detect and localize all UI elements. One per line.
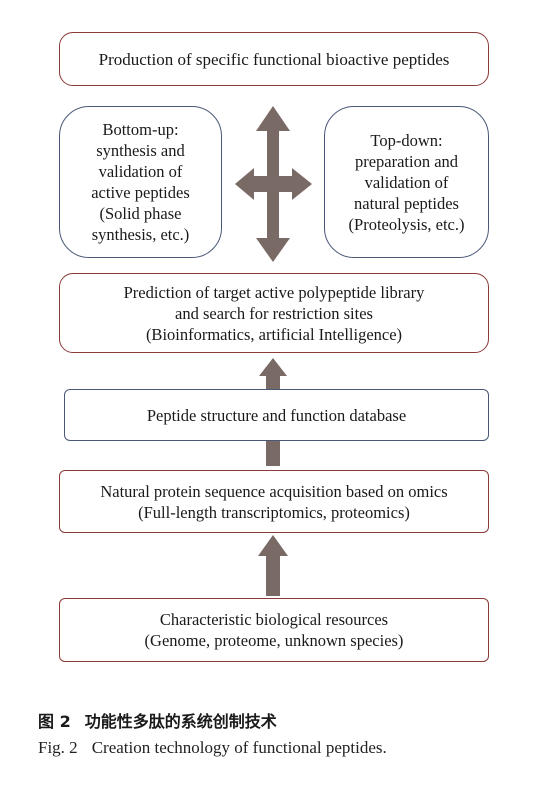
prediction-line-3: (Bioinformatics, artificial Intelligence… <box>145 324 403 344</box>
bottom-up-line-2: synthesis and <box>96 141 185 160</box>
natural-line-2: (Full-length transcriptomics, proteomics… <box>138 502 410 522</box>
bottom-up-box: Bottom-up: synthesis and validation of a… <box>59 106 222 258</box>
top-down-line-1: Top-down: <box>370 130 443 150</box>
resources-box: Characteristic biological resources (Gen… <box>59 598 489 662</box>
figure-title-en: Creation technology of functional peptid… <box>91 738 387 757</box>
bottom-up-line-1: Bottom-up: <box>102 120 179 139</box>
figure-label-en: Fig. 2 <box>38 738 78 757</box>
top-down-line-4: natural peptides <box>354 193 459 213</box>
bottom-up-line-4: active peptides <box>91 183 190 202</box>
arrow-resources-to-natural <box>258 535 288 596</box>
arrow-database-to-prediction <box>259 358 287 389</box>
database-box: Peptide structure and function database <box>64 389 489 441</box>
top-down-line-3: validation of <box>364 172 449 192</box>
top-down-box: Top-down: preparation and validation of … <box>324 106 489 258</box>
production-line-1: Production of specific functional bioact… <box>98 49 450 69</box>
production-box: Production of specific functional bioact… <box>59 32 489 86</box>
resources-line-1: Characteristic biological resources <box>159 610 389 629</box>
figure-label-cn: 图 2 <box>38 712 71 731</box>
bottom-up-line-5: (Solid phase <box>99 204 182 223</box>
cross-arrow <box>235 106 312 262</box>
top-down-line-2: preparation and <box>354 151 459 171</box>
figure-caption-en: Fig. 2 Creation technology of functional … <box>38 738 387 758</box>
bottom-up-line-3: validation of <box>98 162 183 181</box>
database-line-1: Peptide structure and function database <box>146 405 407 425</box>
figure-title-cn: 功能性多肽的系统创制技术 <box>84 712 277 731</box>
figure-caption-cn: 图 2 功能性多肽的系统创制技术 <box>38 708 277 732</box>
top-down-line-5: (Proteolysis, etc.) <box>348 214 465 234</box>
bottom-up-line-6: synthesis, etc.) <box>91 225 190 244</box>
arrow-natural-to-database <box>266 441 280 466</box>
prediction-box: Prediction of target active polypeptide … <box>59 273 489 353</box>
prediction-line-2: and search for restriction sites <box>175 303 373 323</box>
prediction-line-1: Prediction of target active polypeptide … <box>123 282 425 302</box>
natural-sequence-box: Natural protein sequence acquisition bas… <box>59 470 489 533</box>
resources-line-2: (Genome, proteome, unknown species) <box>144 631 404 650</box>
natural-line-1: Natural protein sequence acquisition bas… <box>100 481 448 501</box>
